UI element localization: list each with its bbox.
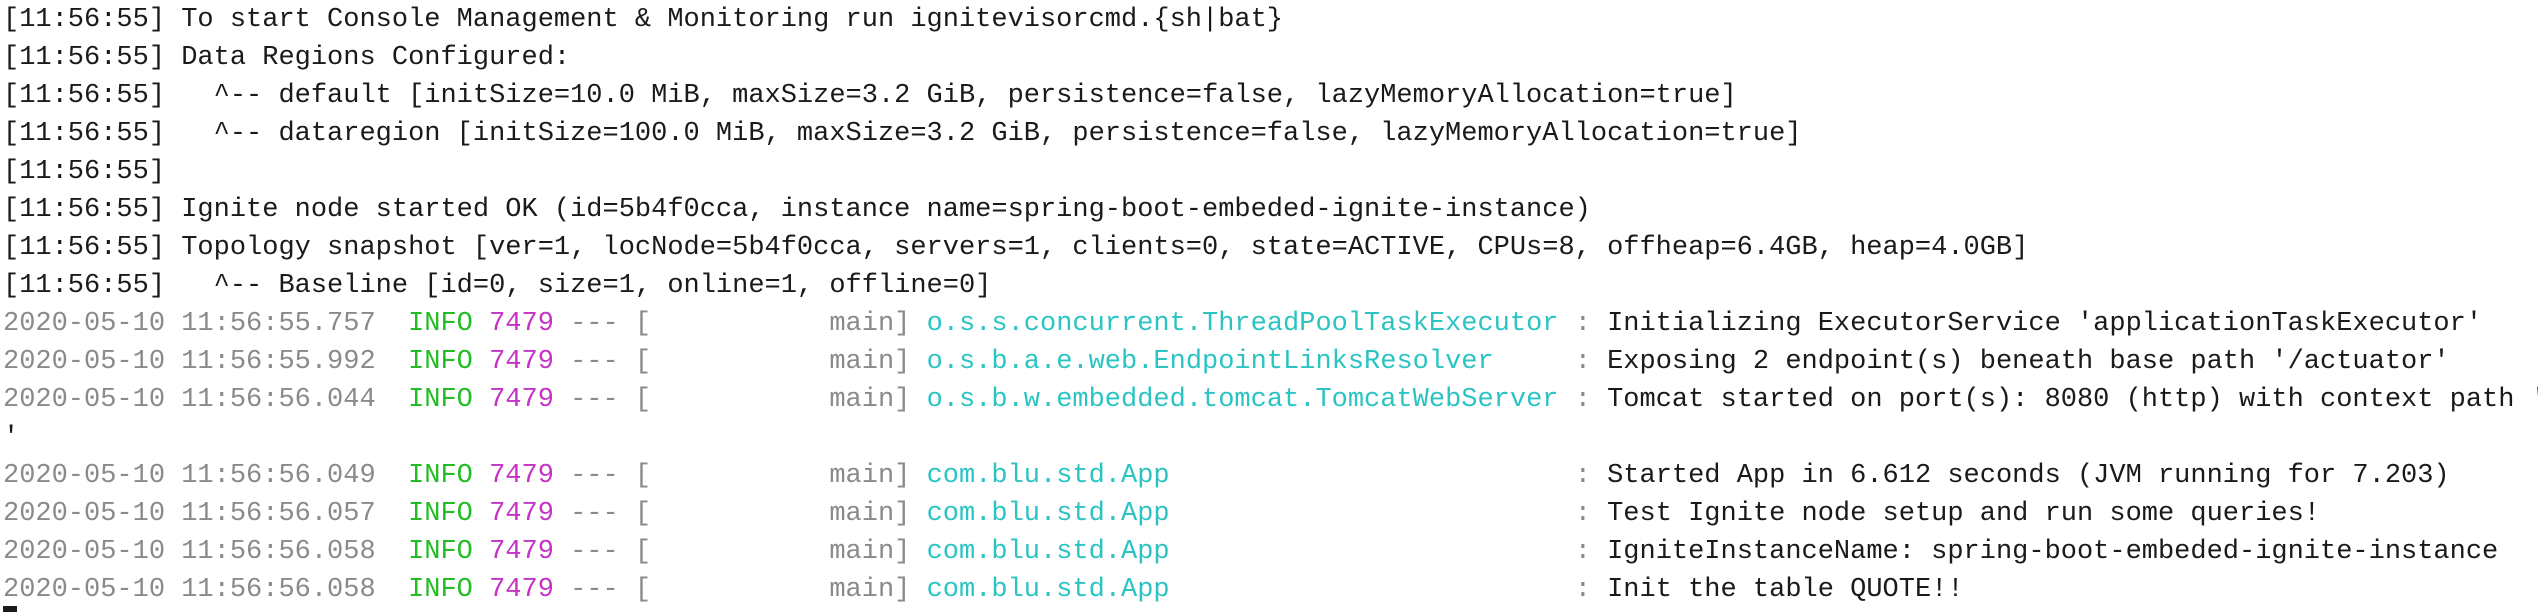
log-pid: 7479 <box>489 347 554 377</box>
log-separator: --- <box>570 499 619 529</box>
log-time: [11:56:55] <box>3 43 166 73</box>
log-pid: 7479 <box>489 385 554 415</box>
log-pid: 7479 <box>489 461 554 491</box>
log-level: INFO <box>408 537 473 567</box>
terminal-output: [11:56:55] To start Console Management &… <box>3 1 2538 609</box>
log-timestamp: 2020-05-10 11:56:55.992 <box>3 347 376 377</box>
log-separator: --- <box>570 461 619 491</box>
log-logger: o.s.b.a.e.web.EndpointLinksResolver <box>926 347 1575 377</box>
log-time: [11:56:55] <box>3 119 166 149</box>
log-colon: : <box>1574 309 1591 339</box>
spring-log-line: 2020-05-10 11:56:56.058 INFO 7479 --- [ … <box>3 533 2538 571</box>
log-logger: com.blu.std.App <box>926 499 1575 529</box>
log-level: INFO <box>408 347 473 377</box>
log-message: Initializing ExecutorService 'applicatio… <box>1607 309 2483 339</box>
spring-log-line: 2020-05-10 11:56:56.044 INFO 7479 --- [ … <box>3 381 2538 419</box>
log-message-continuation: ' <box>3 423 20 453</box>
log-text: To start Console Management & Monitoring… <box>165 5 1284 35</box>
log-timestamp: 2020-05-10 11:56:56.058 <box>3 537 376 567</box>
log-text: ^-- default [initSize=10.0 MiB, maxSize=… <box>165 81 1737 111</box>
log-level: INFO <box>408 461 473 491</box>
log-timestamp: 2020-05-10 11:56:56.049 <box>3 461 376 491</box>
ignite-log-line: [11:56:55] ^-- Baseline [id=0, size=1, o… <box>3 267 2538 305</box>
log-text: Topology snapshot [ver=1, locNode=5b4f0c… <box>165 233 2029 263</box>
log-separator: --- <box>570 575 619 605</box>
log-message: Started App in 6.612 seconds (JVM runnin… <box>1607 461 2450 491</box>
log-colon: : <box>1574 499 1591 529</box>
log-separator: --- <box>570 385 619 415</box>
log-text: ^-- dataregion [initSize=100.0 MiB, maxS… <box>165 119 1802 149</box>
log-colon: : <box>1574 461 1591 491</box>
log-message: Init the table QUOTE!! <box>1607 575 1964 605</box>
log-pid: 7479 <box>489 499 554 529</box>
ignite-log-line: [11:56:55] Topology snapshot [ver=1, loc… <box>3 229 2538 267</box>
log-timestamp: 2020-05-10 11:56:56.044 <box>3 385 376 415</box>
log-thread: [ main] <box>634 537 911 567</box>
spring-log-line: 2020-05-10 11:56:56.049 INFO 7479 --- [ … <box>3 457 2538 495</box>
log-logger: o.s.b.w.embedded.tomcat.TomcatWebServer <box>926 385 1575 415</box>
log-colon: : <box>1574 385 1591 415</box>
log-timestamp: 2020-05-10 11:56:56.057 <box>3 499 376 529</box>
log-text: Data Regions Configured: <box>165 43 571 73</box>
log-thread: [ main] <box>634 499 911 529</box>
log-thread: [ main] <box>634 461 911 491</box>
log-thread: [ main] <box>634 575 911 605</box>
log-time: [11:56:55] <box>3 157 166 187</box>
log-time: [11:56:55] <box>3 233 166 263</box>
log-logger: com.blu.std.App <box>926 537 1575 567</box>
log-time: [11:56:55] <box>3 195 166 225</box>
log-time: [11:56:55] <box>3 81 166 111</box>
log-timestamp: 2020-05-10 11:56:55.757 <box>3 309 376 339</box>
log-separator: --- <box>570 309 619 339</box>
log-level: INFO <box>408 385 473 415</box>
ignite-log-line: [11:56:55] Data Regions Configured: <box>3 39 2538 77</box>
log-thread: [ main] <box>634 309 911 339</box>
spring-log-line: 2020-05-10 11:56:56.058 INFO 7479 --- [ … <box>3 571 2538 609</box>
log-message: Tomcat started on port(s): 8080 (http) w… <box>1607 385 2538 415</box>
log-level: INFO <box>408 309 473 339</box>
log-line-wrap: ' <box>3 419 2538 457</box>
log-colon: : <box>1574 537 1591 567</box>
log-timestamp: 2020-05-10 11:56:56.058 <box>3 575 376 605</box>
spring-log-line: 2020-05-10 11:56:55.992 INFO 7479 --- [ … <box>3 343 2538 381</box>
log-colon: : <box>1574 347 1591 377</box>
log-separator: --- <box>570 347 619 377</box>
log-pid: 7479 <box>489 309 554 339</box>
log-thread: [ main] <box>634 347 911 377</box>
log-text: Ignite node started OK (id=5b4f0cca, ins… <box>165 195 1591 225</box>
ignite-log-line: [11:56:55] To start Console Management &… <box>3 1 2538 39</box>
log-logger: com.blu.std.App <box>926 575 1575 605</box>
log-time: [11:56:55] <box>3 271 166 301</box>
ignite-log-line: [11:56:55] ^-- dataregion [initSize=100.… <box>3 115 2538 153</box>
log-colon: : <box>1574 575 1591 605</box>
ignite-log-line: [11:56:55] Ignite node started OK (id=5b… <box>3 191 2538 229</box>
log-level: INFO <box>408 499 473 529</box>
log-logger: o.s.s.concurrent.ThreadPoolTaskExecutor <box>926 309 1575 339</box>
ignite-log-line: [11:56:55] <box>3 153 2538 191</box>
log-time: [11:56:55] <box>3 5 166 35</box>
log-pid: 7479 <box>489 575 554 605</box>
spring-log-line: 2020-05-10 11:56:55.757 INFO 7479 --- [ … <box>3 305 2538 343</box>
log-text: ^-- Baseline [id=0, size=1, online=1, of… <box>165 271 992 301</box>
ignite-log-line: [11:56:55] ^-- default [initSize=10.0 Mi… <box>3 77 2538 115</box>
log-message: IgniteInstanceName: spring-boot-embeded-… <box>1607 537 2499 567</box>
log-message: Test Ignite node setup and run some quer… <box>1607 499 2321 529</box>
log-message: Exposing 2 endpoint(s) beneath base path… <box>1607 347 2450 377</box>
log-thread: [ main] <box>634 385 911 415</box>
log-level: INFO <box>408 575 473 605</box>
spring-log-line: 2020-05-10 11:56:56.057 INFO 7479 --- [ … <box>3 495 2538 533</box>
log-logger: com.blu.std.App <box>926 461 1575 491</box>
log-separator: --- <box>570 537 619 567</box>
terminal-cursor <box>3 606 17 612</box>
log-pid: 7479 <box>489 537 554 567</box>
